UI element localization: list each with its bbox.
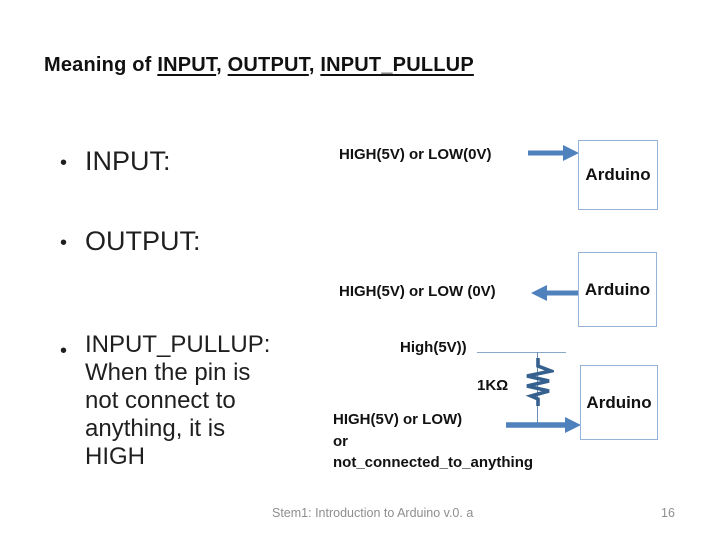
pullup-line: anything, it is <box>85 415 226 442</box>
pullup-source-label: High(5V)) <box>400 339 467 356</box>
title-prefix: Meaning of <box>44 54 158 76</box>
bullet-marker: • <box>60 340 68 362</box>
pullup-line: HIGH <box>85 443 145 470</box>
output-signal-label: HIGH(5V) or LOW (0V) <box>339 283 496 300</box>
pullup-signal-line: HIGH(5V) or LOW) <box>333 411 463 428</box>
footer-title: Stem1: Introduction to Arduino v.0. a <box>272 506 474 520</box>
bullet-input-label: INPUT: <box>85 146 171 176</box>
arrow-left-icon <box>531 285 578 301</box>
pullup-wire-horizontal <box>477 352 566 353</box>
title-separator: , <box>308 54 321 76</box>
arduino-box-label: Arduino <box>586 392 652 412</box>
page-number: 16 <box>661 506 675 520</box>
pullup-signal-text: HIGH(5V) or LOW) or not_connected_to_any… <box>333 409 533 474</box>
arduino-box-pullup: Arduino <box>580 365 658 440</box>
arduino-box-label: Arduino <box>584 279 651 299</box>
slide-title: Meaning of INPUT, OUTPUT, INPUT_PULLUP <box>44 54 474 77</box>
title-word-input-pullup: INPUT_PULLUP <box>320 54 474 76</box>
bullet-output-label: OUTPUT: <box>85 226 201 256</box>
pullup-signal-line: or <box>333 432 348 450</box>
pullup-line: When the pin is <box>85 359 251 386</box>
input-signal-label: HIGH(5V) or LOW(0V) <box>339 146 492 163</box>
bullet-pullup-text: INPUT_PULLUP: When the pin is not connec… <box>85 331 270 471</box>
arduino-box-input: Arduino <box>578 140 658 210</box>
pullup-line: not connect to <box>85 387 236 414</box>
arrow-right-icon <box>528 145 579 161</box>
pullup-line: INPUT_PULLUP: <box>85 331 271 358</box>
bullet-marker: • <box>60 232 68 254</box>
arduino-box-output: Arduino <box>578 252 657 327</box>
arduino-box-label: Arduino <box>585 165 651 184</box>
pullup-signal-line: not_connected_to_anything <box>333 454 534 471</box>
resistor-value-label: 1KΩ <box>477 377 509 394</box>
resistor-icon <box>525 358 554 406</box>
arrow-right-icon <box>506 417 581 433</box>
title-word-output: OUTPUT <box>227 54 309 76</box>
title-word-input: INPUT <box>157 54 217 76</box>
bullet-marker: • <box>60 152 68 174</box>
title-separator: , <box>216 54 228 76</box>
